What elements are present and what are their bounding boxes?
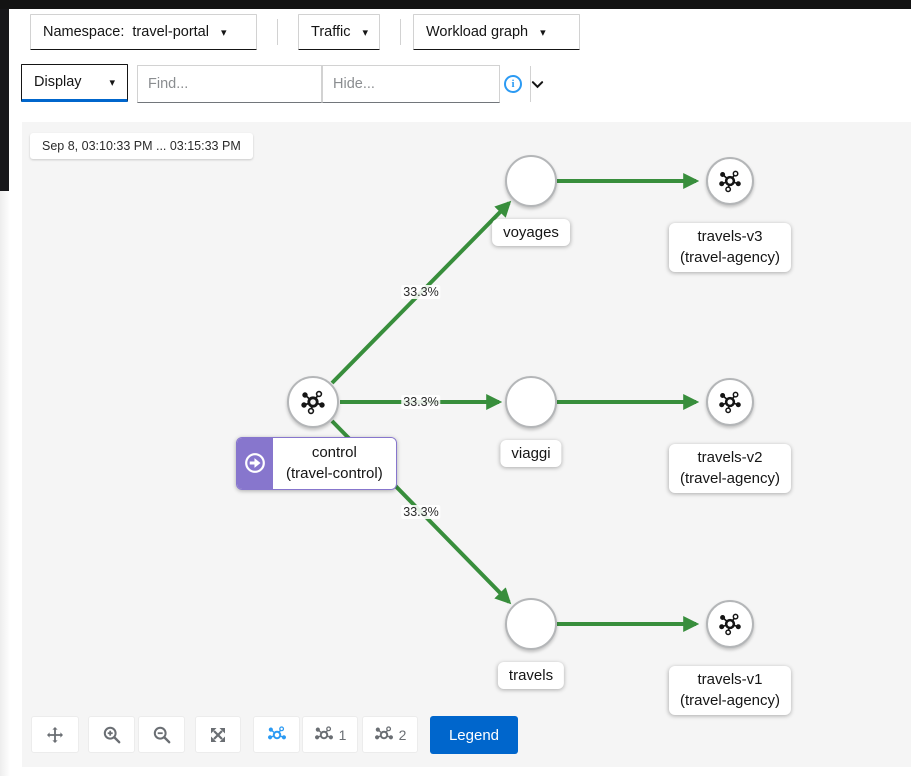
traffic-label: Traffic bbox=[311, 24, 351, 40]
node-travels-v3[interactable] bbox=[706, 157, 754, 205]
node-travels-v2[interactable] bbox=[706, 378, 754, 426]
zoom-in-icon bbox=[103, 726, 120, 743]
node-sublabel-text: (travel-agency) bbox=[679, 470, 781, 488]
graph-type-label: Workload graph bbox=[426, 24, 529, 40]
hide-input[interactable] bbox=[323, 66, 530, 102]
layout-default-button[interactable] bbox=[253, 716, 300, 753]
graph-type-dropdown[interactable]: Workload graph ▾ bbox=[413, 14, 580, 50]
find-input[interactable] bbox=[138, 66, 345, 102]
graph-layout-icon bbox=[267, 725, 286, 739]
zoom-in-button[interactable] bbox=[88, 716, 135, 753]
top-window-bar bbox=[0, 0, 911, 9]
chevron-down-icon bbox=[531, 80, 544, 88]
node-label-travels[interactable]: travels bbox=[497, 662, 565, 690]
graph-layout-icon bbox=[314, 725, 333, 739]
node-sublabel-text: (travel-agency) bbox=[679, 692, 781, 710]
node-label-text: travels-v2 bbox=[697, 449, 763, 466]
node-viaggi[interactable] bbox=[505, 376, 557, 428]
node-label-text: travels-v3 bbox=[697, 228, 763, 245]
caret-down-icon: ▾ bbox=[109, 76, 115, 89]
workload-mesh-icon bbox=[719, 170, 741, 193]
node-label-travels-v2[interactable]: travels-v2 (travel-agency) bbox=[668, 444, 792, 493]
time-range-chip: Sep 8, 03:10:33 PM ... 03:15:33 PM bbox=[30, 133, 253, 159]
edge-percentage-label: 33.3% bbox=[401, 505, 441, 519]
move-icon bbox=[47, 726, 63, 743]
find-hide-help-icon[interactable]: i bbox=[504, 75, 522, 93]
node-label-text: control bbox=[311, 444, 357, 461]
workload-mesh-icon bbox=[301, 390, 325, 415]
layout-2-button[interactable]: 2 bbox=[362, 716, 418, 753]
node-travels-v1[interactable] bbox=[706, 600, 754, 648]
left-gutter bbox=[0, 191, 10, 776]
node-voyages[interactable] bbox=[505, 155, 557, 207]
node-label-voyages[interactable]: voyages bbox=[492, 219, 570, 247]
node-label-text: travels-v1 bbox=[697, 671, 763, 688]
caret-down-icon: ▾ bbox=[220, 26, 227, 39]
node-travels[interactable] bbox=[505, 598, 557, 650]
node-label-control[interactable]: control (travel-control) bbox=[236, 437, 397, 490]
hide-select bbox=[322, 65, 544, 103]
find-select bbox=[137, 65, 359, 103]
expand-arrows-icon bbox=[211, 727, 225, 742]
arrow-circle-right-icon bbox=[245, 453, 265, 474]
toolbar-divider bbox=[277, 19, 278, 45]
node-sublabel-text: (travel-control) bbox=[286, 465, 383, 483]
layout-1-button[interactable]: 1 bbox=[302, 716, 358, 753]
toolbar-divider bbox=[400, 19, 401, 45]
info-glyph: i bbox=[511, 78, 515, 90]
node-sublabel-text: (travel-agency) bbox=[679, 249, 781, 267]
fit-to-screen-button[interactable] bbox=[195, 716, 241, 753]
edge-percentage-label: 33.3% bbox=[401, 395, 441, 409]
legend-button[interactable]: Legend bbox=[430, 716, 518, 754]
zoom-out-button[interactable] bbox=[138, 716, 185, 753]
namespace-dropdown[interactable]: Namespace: travel-portal ▾ bbox=[30, 14, 257, 50]
workload-mesh-icon bbox=[719, 613, 741, 636]
edge-percentage-label: 33.3% bbox=[401, 285, 441, 299]
node-label-travels-v3[interactable]: travels-v3 (travel-agency) bbox=[668, 223, 792, 272]
node-control[interactable] bbox=[287, 376, 339, 428]
workload-mesh-icon bbox=[719, 391, 741, 414]
traffic-graph-canvas[interactable]: Sep 8, 03:10:33 PM ... 03:15:33 PM 33.3%… bbox=[22, 122, 911, 767]
layout-2-label: 2 bbox=[398, 726, 407, 743]
display-label: Display bbox=[34, 74, 82, 90]
display-dropdown[interactable]: Display ▾ bbox=[21, 64, 128, 102]
caret-down-icon: ▾ bbox=[362, 26, 369, 39]
pan-button[interactable] bbox=[31, 716, 79, 753]
traffic-dropdown[interactable]: Traffic ▾ bbox=[298, 14, 380, 50]
namespace-label: Namespace: bbox=[43, 24, 125, 40]
layout-1-label: 1 bbox=[338, 726, 347, 743]
traffic-source-badge bbox=[237, 438, 273, 489]
namespace-value: travel-portal bbox=[132, 24, 209, 40]
zoom-out-icon bbox=[153, 726, 170, 743]
time-range-label: Sep 8, 03:10:33 PM ... 03:15:33 PM bbox=[42, 139, 241, 153]
caret-down-icon: ▾ bbox=[540, 26, 546, 39]
hide-options-button[interactable] bbox=[530, 66, 544, 102]
left-nav-edge bbox=[0, 9, 9, 191]
node-label-viaggi[interactable]: viaggi bbox=[500, 440, 562, 468]
node-label-travels-v1[interactable]: travels-v1 (travel-agency) bbox=[668, 666, 792, 715]
graph-layout-icon bbox=[374, 725, 393, 739]
